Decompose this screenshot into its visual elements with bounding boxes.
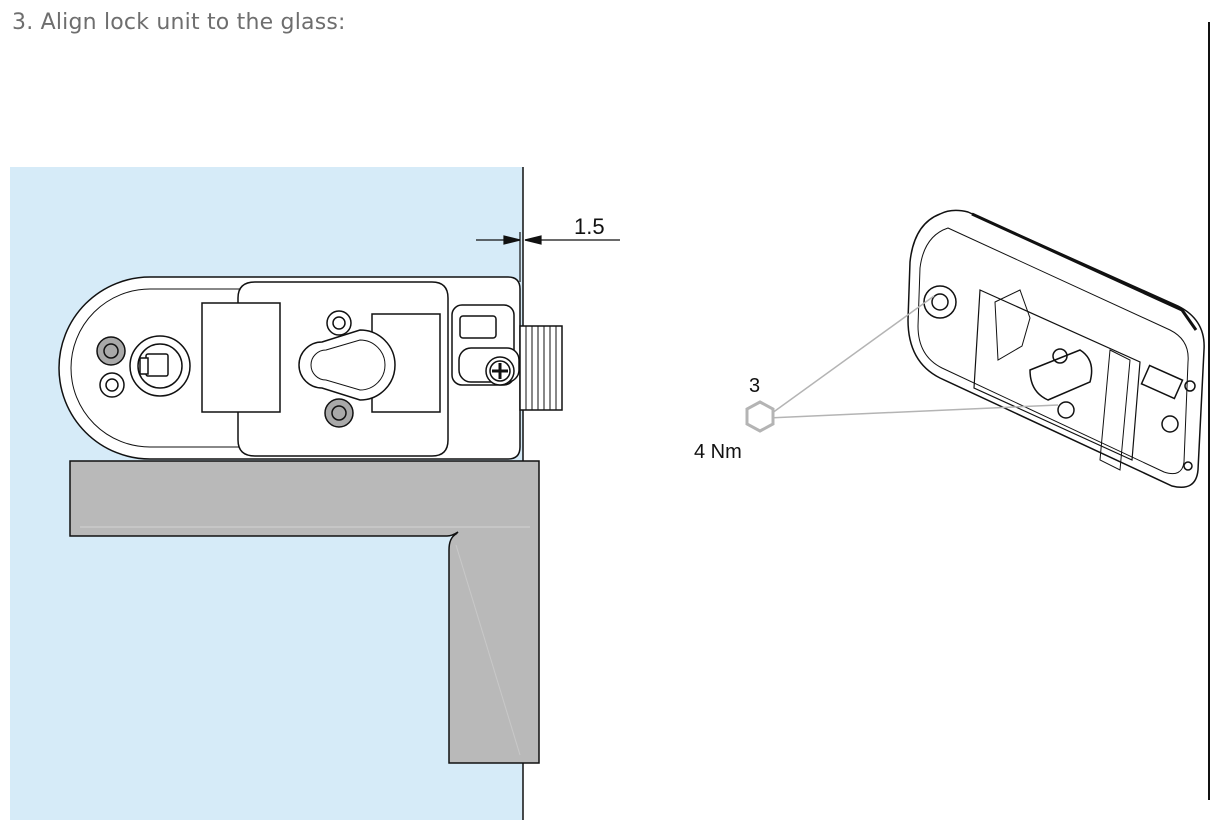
torque-label: 4 Nm (694, 441, 742, 463)
gap-dimension-label: 1.5 (574, 214, 605, 239)
lock-unit-top-view (58, 276, 563, 460)
gap-dimension (476, 232, 620, 282)
hex-size-label: 3 (749, 375, 760, 397)
step-title: 3. Align lock unit to the glass: (12, 10, 346, 35)
hex-key-icon (745, 400, 775, 433)
lock-unit-perspective (907, 209, 1205, 488)
l-profile (69, 460, 540, 764)
tool-leader-lines (767, 295, 1059, 419)
